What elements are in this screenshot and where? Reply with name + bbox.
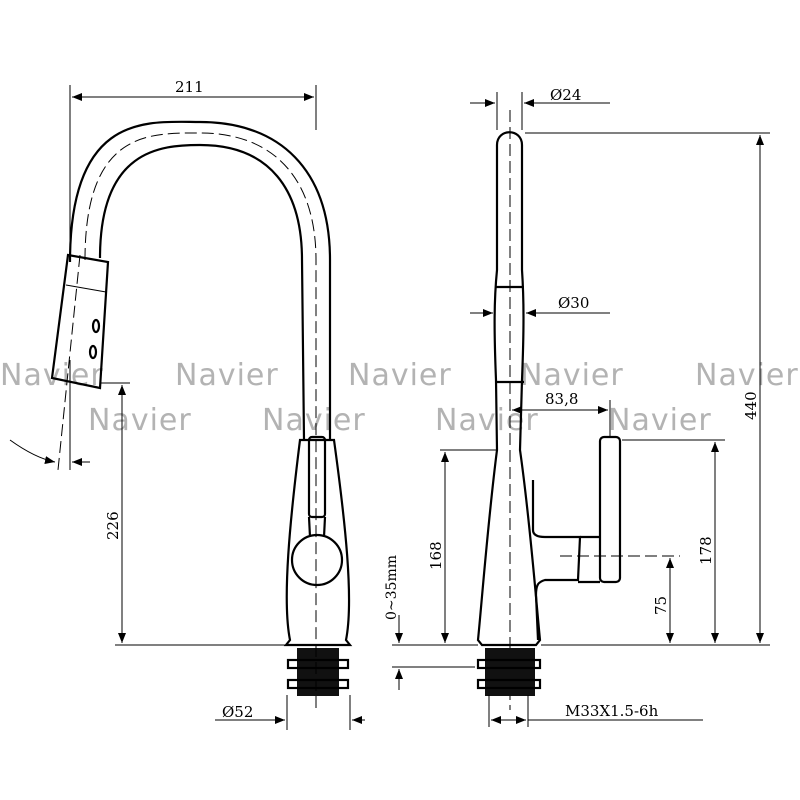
- watermark: Navier: [608, 403, 712, 438]
- dim-deck-thickness: 0~35mm: [384, 555, 400, 620]
- spout-outer: [68, 120, 332, 440]
- sprayer-head: [50, 253, 110, 390]
- dim-mid-diameter: Ø30: [558, 294, 589, 312]
- dim-lever-height: 75: [652, 596, 670, 615]
- watermark-layer: Navier Navier Navier Navier Navier Navie…: [0, 358, 799, 438]
- side-view: Ø24 Ø30 83,8 440 178 75 168 0~35mm M33X1…: [384, 86, 770, 727]
- side-handle: [598, 435, 622, 584]
- watermark: Navier: [348, 358, 452, 393]
- watermark: Navier: [435, 403, 539, 438]
- lever-hub: [290, 533, 344, 587]
- watermark: Navier: [262, 403, 366, 438]
- handle: [307, 435, 327, 519]
- dim-handle-height: 178: [697, 536, 715, 565]
- dim-total-height: 440: [742, 391, 760, 420]
- dim-body-height: 168: [427, 541, 445, 570]
- watermark: Navier: [88, 403, 192, 438]
- watermark: Navier: [520, 358, 624, 393]
- watermark: Navier: [175, 358, 279, 393]
- dim-width: 211: [175, 78, 204, 96]
- dim-top-diameter: Ø24: [550, 86, 581, 104]
- dim-handle-offset: 83,8: [545, 390, 578, 408]
- front-view: 211 226 Ø52: [9, 78, 365, 730]
- watermark: Navier: [695, 358, 799, 393]
- dim-thread: M33X1.5-6h: [565, 702, 659, 720]
- spout-inner: [98, 143, 306, 441]
- body: [283, 438, 353, 647]
- dim-base-diameter: Ø52: [222, 703, 253, 721]
- dim-spout-height: 226: [104, 511, 122, 540]
